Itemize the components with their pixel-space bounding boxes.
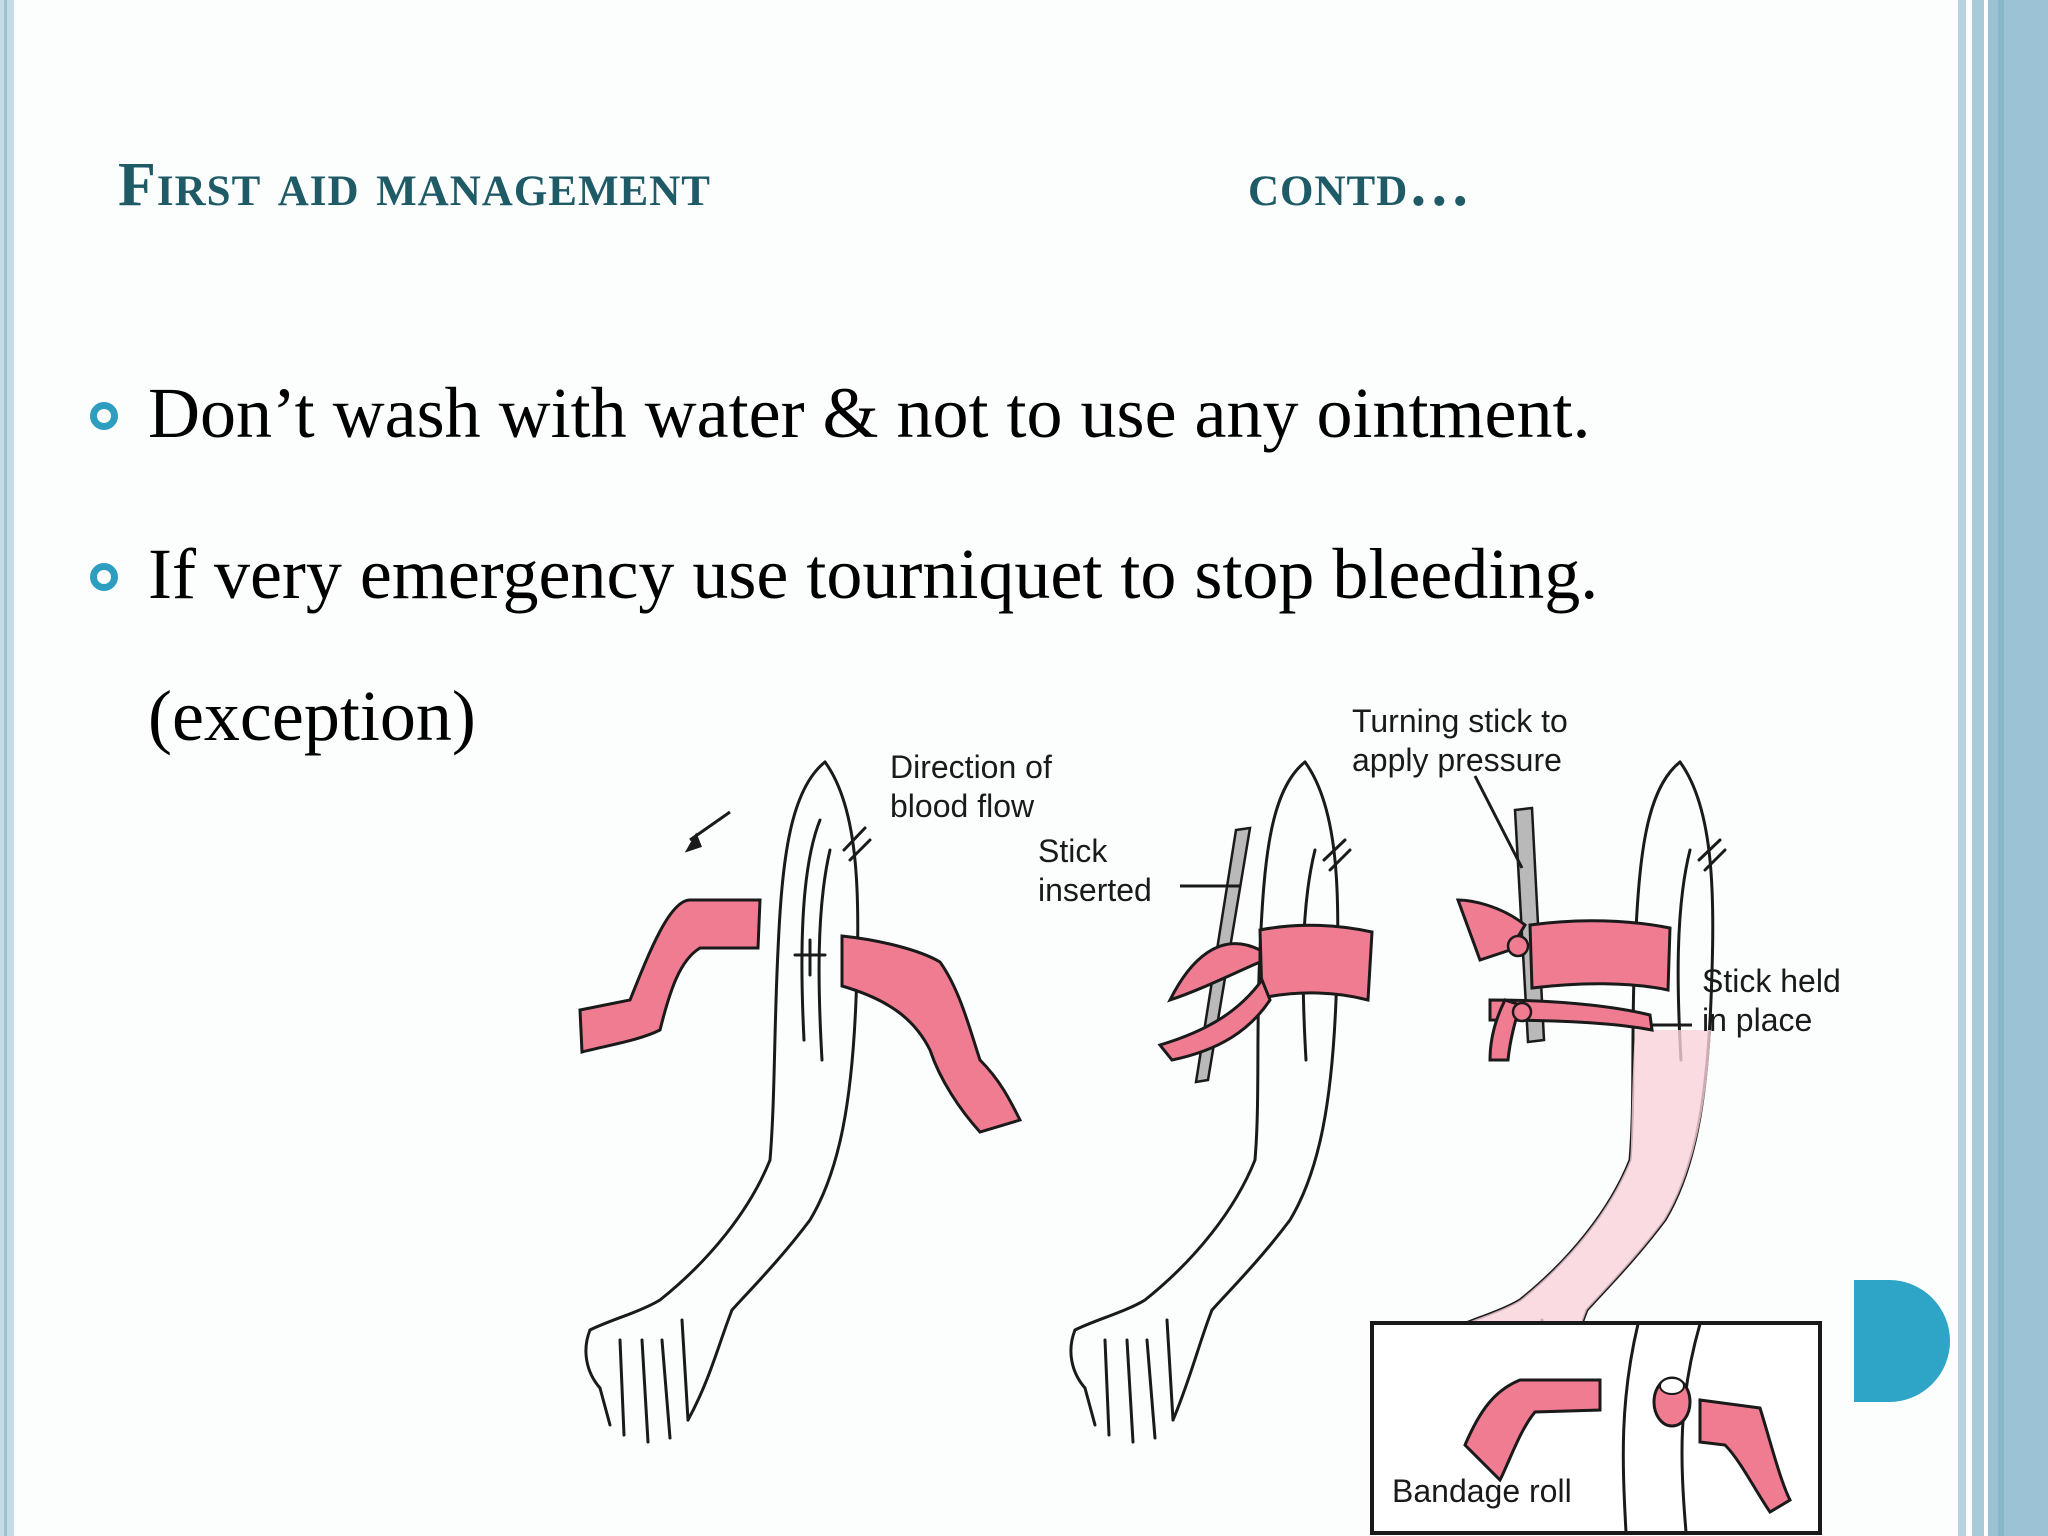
bullet-text-1: Don’t wash with water & not to use any o… — [148, 373, 1591, 453]
label-direction-2: blood flow — [890, 788, 1035, 824]
label-turning-2: apply pressure — [1352, 742, 1562, 778]
bullet-circle-icon — [90, 563, 118, 591]
label-stick-2: inserted — [1038, 872, 1152, 908]
bandage-1 — [578, 898, 1023, 1134]
arm-1 — [584, 760, 872, 1444]
title-contd: contd… — [1248, 151, 1472, 219]
title-main: First aid management — [118, 151, 711, 219]
bandage-2 — [1157, 826, 1374, 1084]
right-border-stripes — [1958, 0, 2048, 1536]
tourniquet-steps-drawing: Direction of blood flow Stick inserted T… — [578, 703, 1841, 1535]
decorative-circle — [1854, 1280, 1950, 1402]
label-stick-1: Stick — [1038, 833, 1108, 869]
left-border — [0, 0, 14, 1536]
label-turning-1: Turning stick to — [1352, 703, 1568, 739]
bullet-circle-icon — [90, 402, 118, 430]
label-held-2: in place — [1702, 1002, 1812, 1038]
slide-title: First aid management contd… — [118, 150, 1738, 221]
label-direction-1: Direction of — [890, 749, 1052, 785]
bullet-text-2: If very emergency use tourniquet to stop… — [148, 534, 1599, 614]
label-held-1: Stick held — [1702, 963, 1841, 999]
label-bandage-roll: Bandage roll — [1392, 1473, 1572, 1509]
bandage-roll-inset — [1370, 1321, 1822, 1535]
arm-2 — [1069, 760, 1352, 1444]
bullet-continuation: (exception) — [148, 676, 476, 756]
tourniquet-illustration: Direction of blood flow Stick inserted T… — [560, 700, 1880, 1536]
bandage-3 — [1455, 806, 1672, 1062]
